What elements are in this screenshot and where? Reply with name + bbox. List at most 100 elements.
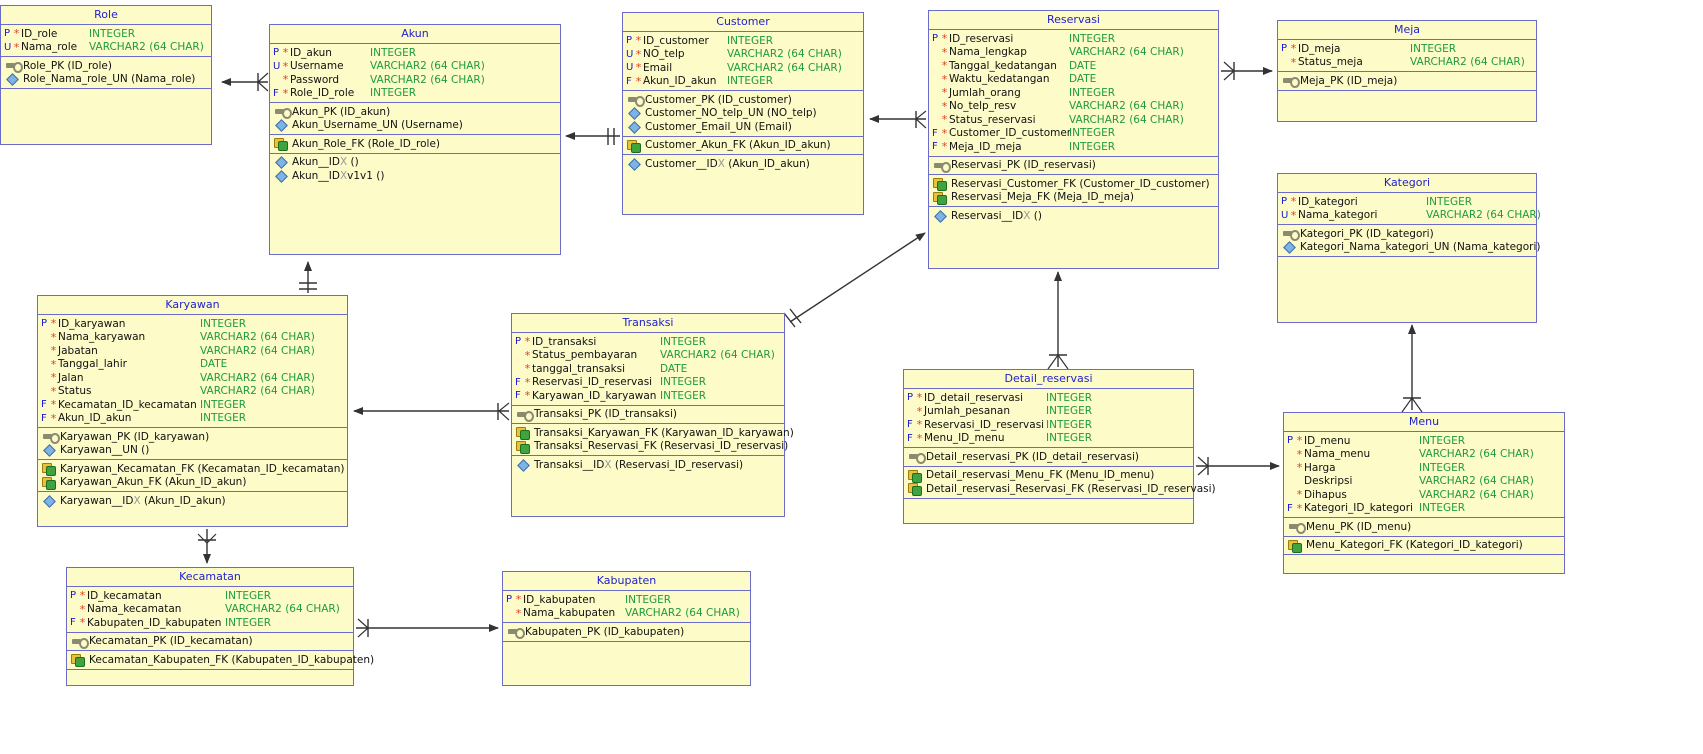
foreign-key-row[interactable]: Transaksi_Reservasi_FK (Reservasi_ID_res…: [512, 440, 788, 454]
index-row[interactable]: Karyawan__IDX (Akun_ID_akun): [38, 494, 347, 508]
key-constraint-row[interactable]: Meja_PK (ID_meja): [1278, 74, 1536, 89]
key-constraint-row[interactable]: Kategori_Nama_kategori_UN (Nama_kategori…: [1278, 241, 1540, 255]
foreign-key-row[interactable]: Menu_Kategori_FK (Kategori_ID_kategori): [1284, 539, 1564, 553]
key-constraint-row[interactable]: Customer_PK (ID_customer): [623, 93, 863, 108]
index-row[interactable]: Akun__IDX (): [270, 156, 560, 170]
key-constraint-row[interactable]: Role_Nama_role_UN (Nama_role): [1, 73, 211, 87]
foreign-key-row[interactable]: Akun_Role_FK (Role_ID_role): [270, 137, 560, 152]
key-constraint-row[interactable]: Kecamatan_PK (ID_kecamatan): [67, 635, 353, 649]
foreign-key-row[interactable]: Detail_reservasi_Reservasi_FK (Reservasi…: [904, 482, 1216, 497]
key-constraint-row[interactable]: Karyawan_PK (ID_karyawan): [38, 430, 347, 445]
index-row[interactable]: Transaksi__IDX (Reservasi_ID_reservasi): [512, 458, 784, 472]
foreign-key-row[interactable]: Reservasi_Customer_FK (Customer_ID_custo…: [929, 177, 1218, 192]
key-constraint-row[interactable]: Akun_Username_UN (Username): [270, 119, 560, 133]
key-constraint-row[interactable]: Customer_NO_telp_UN (NO_telp): [623, 107, 863, 121]
index-row[interactable]: Reservasi__IDX (): [929, 209, 1218, 223]
key-constraint-row[interactable]: Detail_reservasi_PK (ID_detail_reservasi…: [904, 450, 1193, 465]
index-row[interactable]: Akun__IDXv1v1 (): [270, 169, 560, 183]
key-constraint-row[interactable]: Customer_Email_UN (Email): [623, 120, 863, 134]
key-constraint-row[interactable]: Reservasi_PK (ID_reservasi): [929, 159, 1218, 173]
foreign-key-row[interactable]: Customer_Akun_FK (Akun_ID_akun): [623, 139, 863, 153]
key-constraint-row[interactable]: Kategori_PK (ID_kategori): [1278, 227, 1536, 242]
foreign-key-row[interactable]: Karyawan_Akun_FK (Akun_ID_akun): [38, 476, 347, 490]
key-constraint-row[interactable]: Transaksi_PK (ID_transaksi): [512, 408, 784, 422]
foreign-key-row[interactable]: Kecamatan_Kabupaten_FK (Kabupaten_ID_kab…: [67, 653, 374, 668]
foreign-key-row[interactable]: Transaksi_Karyawan_FK (Karyawan_ID_karya…: [512, 426, 794, 441]
key-constraint-row[interactable]: Role_PK (ID_role): [1, 59, 211, 74]
key-constraint-row[interactable]: Akun_PK (ID_akun): [270, 105, 560, 120]
key-constraint-row[interactable]: Menu_PK (ID_menu): [1284, 520, 1564, 535]
foreign-key-row[interactable]: Detail_reservasi_Menu_FK (Menu_ID_menu): [904, 469, 1193, 483]
key-constraint-row[interactable]: Kabupaten_PK (ID_kabupaten): [503, 625, 750, 640]
index-row[interactable]: Customer__IDX (Akun_ID_akun): [623, 157, 863, 171]
foreign-key-row[interactable]: Karyawan_Kecamatan_FK (Kecamatan_ID_keca…: [38, 462, 347, 477]
key-constraint-row[interactable]: Karyawan__UN (): [38, 444, 347, 458]
foreign-key-row[interactable]: Reservasi_Meja_FK (Meja_ID_meja): [929, 191, 1218, 205]
